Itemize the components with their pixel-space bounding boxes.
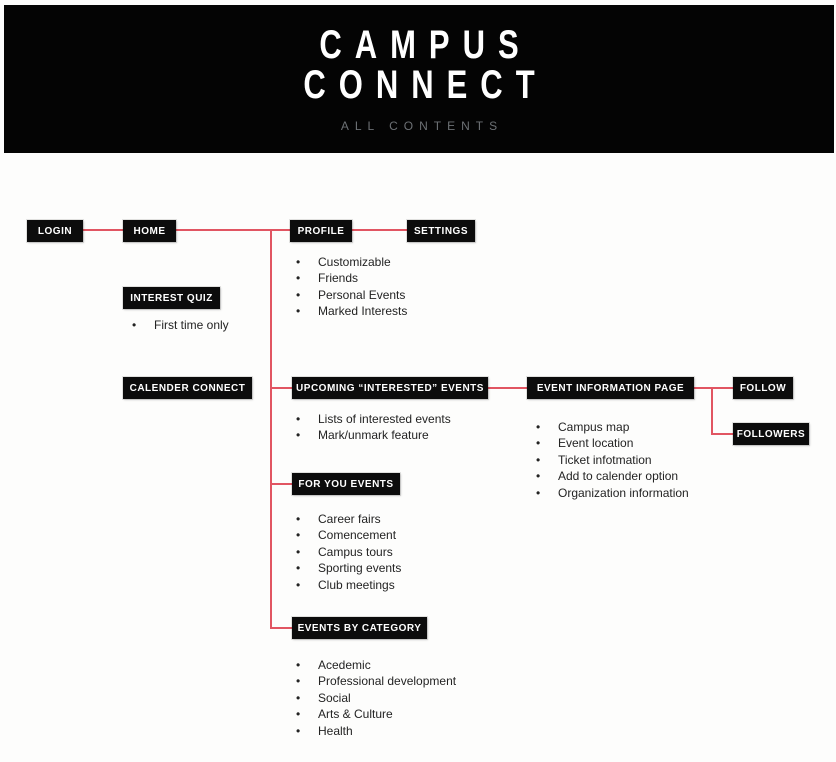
connector-eventinfo-bracket bbox=[694, 387, 713, 389]
upcoming-events-feature-list: Lists of interested events Mark/unmark f… bbox=[290, 411, 451, 444]
node-upcoming-events: UPCOMING “INTERESTED” EVENTS bbox=[292, 377, 488, 399]
list-item: Lists of interested events bbox=[290, 411, 451, 428]
connector-stub-upcoming bbox=[270, 387, 292, 389]
node-calender-connect: CALENDER CONNECT bbox=[123, 377, 252, 399]
connector-bracket-vertical bbox=[711, 387, 713, 435]
node-home-label: HOME bbox=[133, 225, 166, 237]
list-item: Event location bbox=[530, 435, 689, 452]
list-item: Add to calender option bbox=[530, 468, 689, 485]
connector-main-vertical bbox=[270, 229, 272, 629]
list-item: Comencement bbox=[290, 527, 401, 544]
list-item: Club meetings bbox=[290, 577, 401, 594]
node-event-info-page-label: EVENT INFORMATION PAGE bbox=[536, 382, 685, 394]
event-info-feature-list: Campus map Event location Ticket infotma… bbox=[530, 419, 689, 501]
app-title-line-2: CONNECT bbox=[303, 61, 548, 107]
list-item: Health bbox=[290, 723, 456, 740]
events-by-category-list: Acedemic Professional development Social… bbox=[290, 657, 456, 739]
connector-stub-category bbox=[270, 627, 292, 629]
node-login-label: LOGIN bbox=[37, 225, 73, 237]
node-interest-quiz-label: INTEREST QUIZ bbox=[130, 292, 213, 304]
list-item: Campus map bbox=[530, 419, 689, 436]
connector-login-home bbox=[83, 229, 123, 231]
header-banner: CAMPUS CONNECT ALL CONTENTS bbox=[4, 5, 834, 153]
list-item: Arts & Culture bbox=[290, 706, 456, 723]
node-calender-connect-label: CALENDER CONNECT bbox=[129, 382, 246, 394]
list-item: Social bbox=[290, 690, 456, 707]
list-item: Organization information bbox=[530, 485, 689, 502]
node-followers-label: FOLLOWERS bbox=[736, 428, 806, 440]
list-item: Acedemic bbox=[290, 657, 456, 674]
list-item: Professional development bbox=[290, 673, 456, 690]
app-title-line-1: CAMPUS bbox=[319, 21, 532, 67]
list-item: Sporting events bbox=[290, 560, 401, 577]
connector-bracket-followers bbox=[711, 433, 733, 435]
list-item: Friends bbox=[290, 270, 407, 287]
node-followers: FOLLOWERS bbox=[733, 423, 809, 445]
node-event-info-page: EVENT INFORMATION PAGE bbox=[527, 377, 694, 399]
connector-upcoming-eventinfo bbox=[488, 387, 527, 389]
list-item: Career fairs bbox=[290, 511, 401, 528]
list-item: Customizable bbox=[290, 254, 407, 271]
node-login: LOGIN bbox=[27, 220, 83, 242]
list-item: Personal Events bbox=[290, 287, 407, 304]
node-profile: PROFILE bbox=[290, 220, 352, 242]
node-follow-label: FOLLOW bbox=[739, 382, 787, 394]
interest-quiz-note-list: First time only bbox=[126, 317, 229, 334]
connector-bracket-follow bbox=[711, 387, 733, 389]
connector-stub-for-you bbox=[270, 483, 292, 485]
header-subtitle: ALL CONTENTS bbox=[340, 119, 504, 133]
node-events-by-category-label: EVENTS BY CATEGORY bbox=[297, 622, 422, 634]
list-item: Mark/unmark feature bbox=[290, 427, 451, 444]
list-item: Marked Interests bbox=[290, 303, 407, 320]
list-item: Ticket infotmation bbox=[530, 452, 689, 469]
node-interest-quiz: INTEREST QUIZ bbox=[123, 287, 220, 309]
node-home: HOME bbox=[123, 220, 176, 242]
profile-feature-list: Customizable Friends Personal Events Mar… bbox=[290, 254, 407, 320]
node-for-you-events: FOR YOU EVENTS bbox=[292, 473, 400, 495]
for-you-events-list: Career fairs Comencement Campus tours Sp… bbox=[290, 511, 401, 593]
node-upcoming-events-label: UPCOMING “INTERESTED” EVENTS bbox=[296, 382, 484, 394]
node-settings: SETTINGS bbox=[407, 220, 475, 242]
node-for-you-events-label: FOR YOU EVENTS bbox=[298, 478, 394, 490]
list-item: First time only bbox=[126, 317, 229, 334]
list-item: Campus tours bbox=[290, 544, 401, 561]
node-follow: FOLLOW bbox=[733, 377, 793, 399]
connector-home-profile bbox=[176, 229, 290, 231]
node-events-by-category: EVENTS BY CATEGORY bbox=[292, 617, 427, 639]
node-profile-label: PROFILE bbox=[297, 225, 345, 237]
connector-profile-settings bbox=[352, 229, 407, 231]
node-settings-label: SETTINGS bbox=[413, 225, 468, 237]
